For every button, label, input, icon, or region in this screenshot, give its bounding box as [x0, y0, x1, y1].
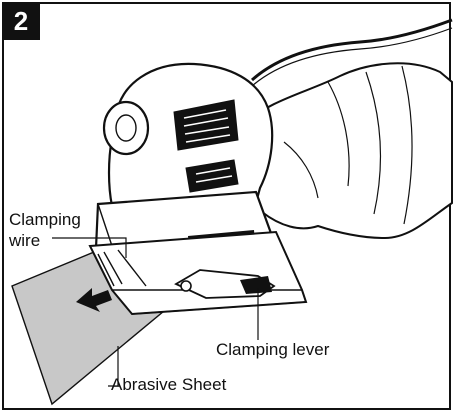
figure-border — [2, 2, 451, 410]
clamping-wire-shape — [97, 249, 147, 287]
abrasive-sheet-label: Abrasive Sheet — [111, 375, 227, 394]
clamping-wire-label-line2: wire — [9, 231, 41, 250]
clamping-lever-label: Clamping lever — [216, 340, 330, 359]
side-vent — [185, 159, 239, 193]
insert-arrow — [76, 288, 112, 312]
clamping-wire-label-line1: Clamping — [9, 210, 81, 229]
power-cord — [251, 18, 453, 82]
step-number-badge: 2 — [2, 2, 40, 40]
abrasive-sheet-leader — [108, 346, 119, 387]
top-vent — [173, 99, 239, 151]
clamping-wire-leader — [52, 237, 127, 258]
